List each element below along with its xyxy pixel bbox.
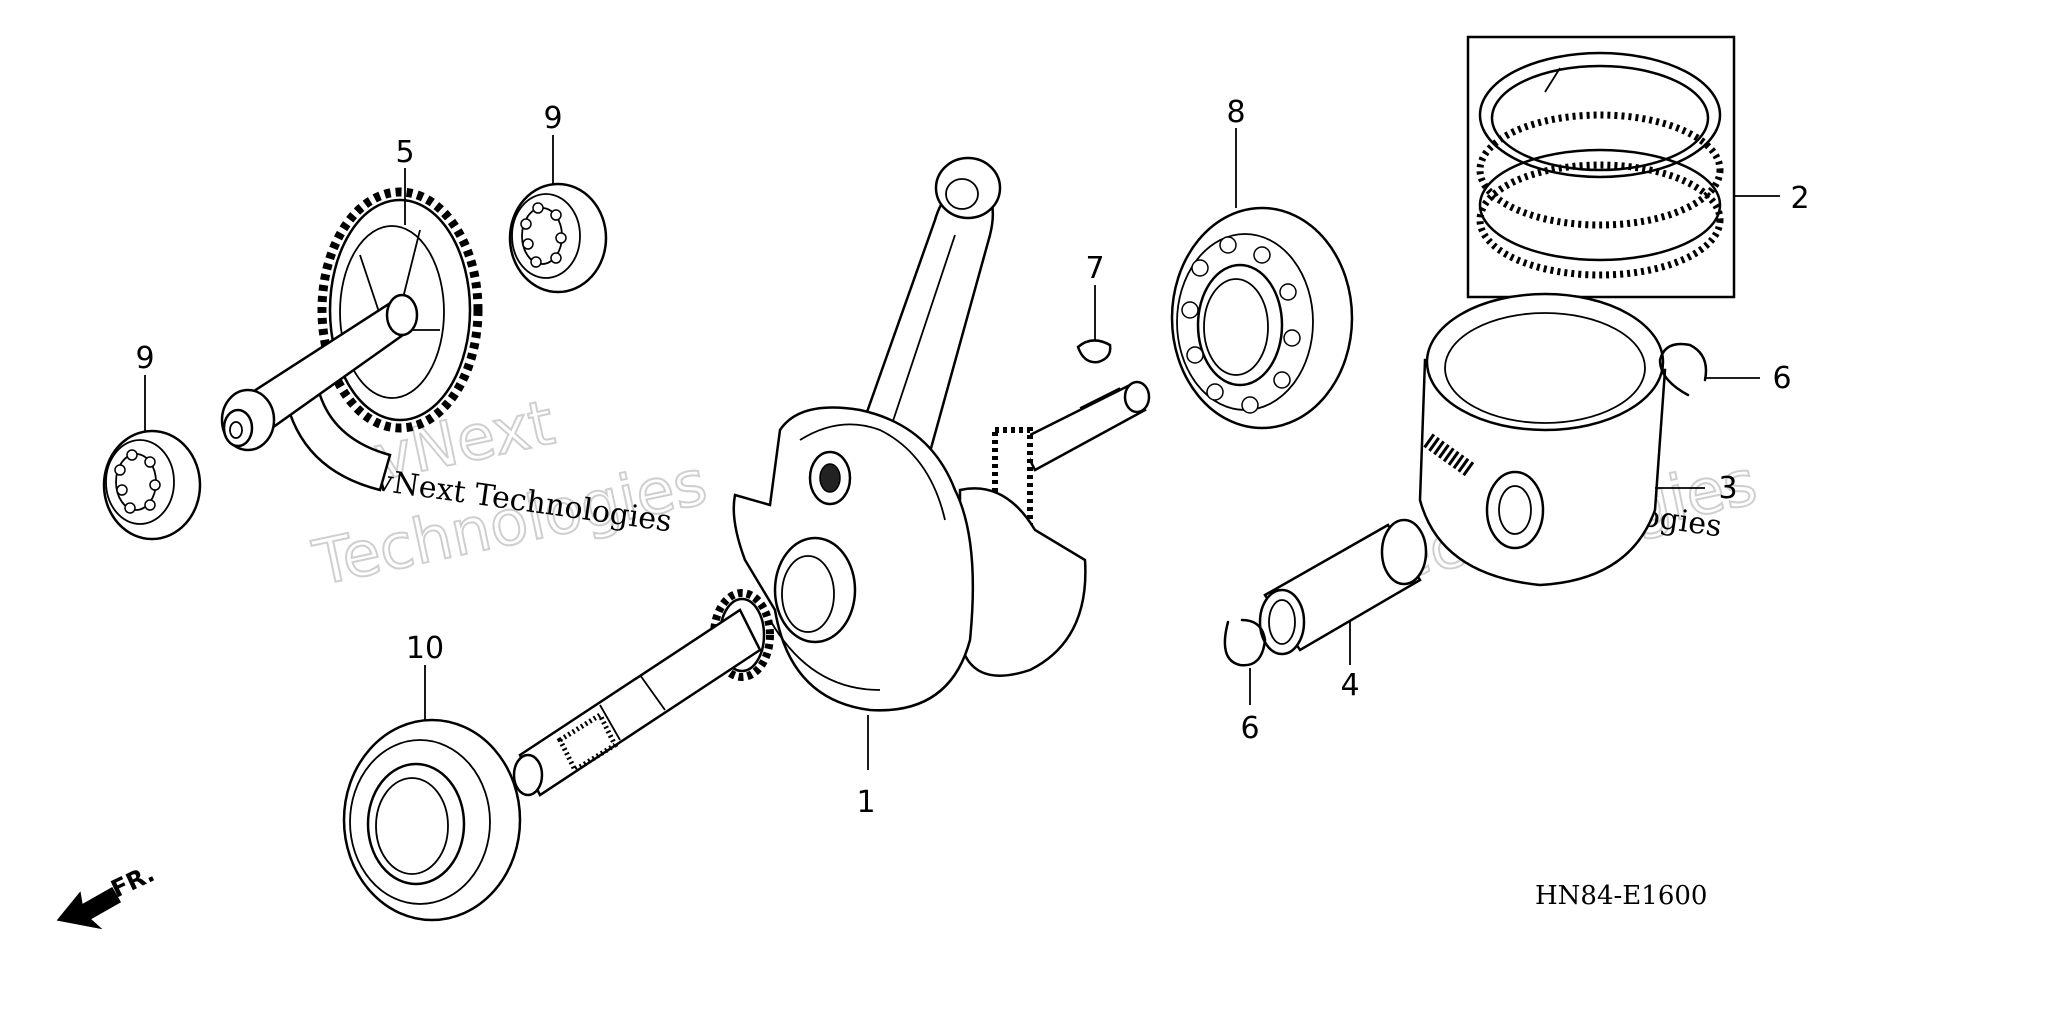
front-arrow-icon — [56, 886, 122, 930]
callout-piston-pin: 4 — [1340, 668, 1359, 703]
oil-seal — [342, 718, 522, 922]
woodruff-key — [1076, 339, 1112, 364]
callout-bearing-balancer-top: 9 — [543, 101, 562, 136]
crankshaft — [512, 156, 1151, 797]
bearing-balancer-top — [508, 182, 608, 294]
balancer-shaft — [220, 187, 483, 492]
callout-woodruff-key: 7 — [1085, 251, 1104, 286]
pin-clip-right — [1658, 342, 1708, 397]
callout-balancer-shaft: 5 — [395, 135, 414, 170]
bearing-balancer-left — [102, 429, 202, 541]
callout-crankshaft: 1 — [856, 785, 875, 820]
callout-oil-seal: 10 — [406, 631, 444, 666]
pin-clip-left — [1223, 618, 1267, 667]
piston — [1418, 292, 1667, 587]
front-arrow-label: FR. — [107, 859, 159, 903]
callout-piston-rings: 2 — [1790, 181, 1809, 216]
piston-pin — [1258, 518, 1428, 656]
leader-lines — [144, 128, 1780, 770]
callout-bearing-balancer-left: 9 — [135, 341, 154, 376]
callout-piston: 3 — [1718, 471, 1737, 506]
callout-pin-clip-left: 6 — [1240, 711, 1259, 746]
drawing-code: HN84-E1600 — [1535, 881, 1707, 911]
bearing-crank — [1170, 206, 1354, 430]
callout-bearing-crank: 8 — [1226, 95, 1245, 130]
front-arrow: FR. — [56, 859, 159, 930]
callout-pin-clip-right: 6 — [1772, 361, 1791, 396]
piston-rings — [1466, 35, 1736, 299]
